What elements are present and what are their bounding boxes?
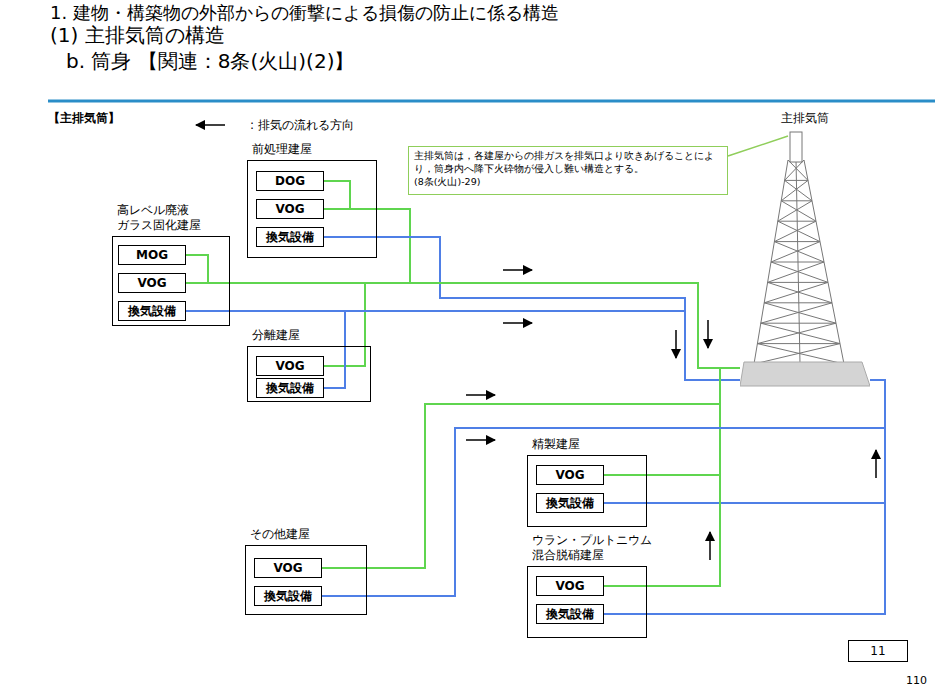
equipment-name: VOG [275,202,304,216]
main-stack: 主排気筒 [740,110,870,388]
page-number: 110 [906,674,927,687]
equipment-box: VOG [256,199,324,219]
flow-arrow [709,532,711,560]
page-number: 11 [848,640,908,662]
ventilation-line [322,380,885,596]
equipment-name: 換気設備 [546,606,594,623]
stack-cylinder [790,132,802,162]
building-box: 精製建屋VOG換気設備 [527,455,647,527]
equipment-name: VOG [555,468,584,482]
flow-arrow [875,450,877,478]
equipment-box: VOG [536,465,604,485]
building-box: 高レベル廃液 ガラス固化建屋MOGVOG換気設備 [112,236,230,326]
section-label: 【主排気筒】 [48,110,120,127]
building-name: その他建屋 [250,527,380,543]
stack-base [740,362,870,386]
subtitle: b. 筒身 【関連：8条(火山)(2)】 [66,48,354,75]
off-gas-line [324,181,740,368]
equipment-box: VOG [254,558,322,578]
callout-text: (8条(火山)-29) [414,176,722,189]
equipment-name: DOG [275,174,305,188]
equipment-name: VOG [275,359,304,373]
building-box: 前処理建屋DOGVOG換気設備 [247,160,377,258]
flow-arrow [503,269,532,271]
callout-leader [728,136,788,156]
flow-arrow [466,439,495,441]
equipment-name: 換気設備 [266,380,314,397]
equipment-box: 換気設備 [118,301,186,321]
equipment-box: 換気設備 [256,227,324,247]
equipment-name: VOG [137,276,166,290]
ventilation-line [324,311,740,388]
equipment-box: 換気設備 [536,493,604,513]
equipment-box: VOG [536,576,604,596]
flow-direction-arrows [196,125,876,560]
equipment-name: 換気設備 [264,588,312,605]
equipment-box: VOG [256,356,324,376]
ventilation-line [324,237,740,380]
flow-arrow [503,322,532,324]
flow-arrow [466,394,495,396]
building-name: 精製建屋 [532,437,662,453]
building-name: ウラン・プルトニウム 混合脱硝建屋 [532,533,662,564]
stack-label: 主排気筒 [740,110,870,127]
callout-text: 主排気筒は，各建屋からの排ガスを排気口より吹きあげることにより，筒身内へ降下火砕… [414,150,722,176]
slide-title: 1. 建物・構築物の外部からの衝撃による損傷の防止に係る構造 [50,1,559,25]
building-box: その他建屋VOG換気設備 [245,545,367,615]
equipment-box: 換気設備 [536,604,604,624]
off-gas-line [324,209,740,368]
stack-illustration [740,110,870,388]
equipment-box: MOG [118,245,186,265]
off-gas-line [324,283,740,368]
title-rule [48,100,935,103]
flow-arrow [707,320,709,348]
building-box: ウラン・プルトニウム 混合脱硝建屋VOG換気設備 [527,566,647,638]
equipment-box: VOG [118,273,186,293]
equipment-name: MOG [136,248,168,262]
building-box: 分離建屋VOG換気設備 [247,346,371,402]
off-gas-line [322,368,740,568]
building-name: 分離建屋 [252,328,382,344]
building-name: 高レベル廃液 ガラス固化建屋 [117,203,247,234]
building-name: 前処理建屋 [252,142,382,158]
equipment-box: 換気設備 [256,378,324,398]
callout-box: 主排気筒は，各建屋からの排ガスを排気口より吹きあげることにより，筒身内へ降下火砕… [408,146,728,195]
subtitle: (1) 主排気筒の構造 [50,22,225,49]
equipment-name: VOG [273,561,302,575]
equipment-name: 換気設備 [266,229,314,246]
flow-arrow [675,330,677,358]
equipment-name: VOG [555,579,584,593]
equipment-box: 換気設備 [254,586,322,606]
legend-text: : 排気の流れる方向 [250,117,354,134]
equipment-name: 換気設備 [546,495,594,512]
legend-arrow-symbol [196,124,225,126]
equipment-name: 換気設備 [128,303,176,320]
equipment-box: DOG [256,171,324,191]
